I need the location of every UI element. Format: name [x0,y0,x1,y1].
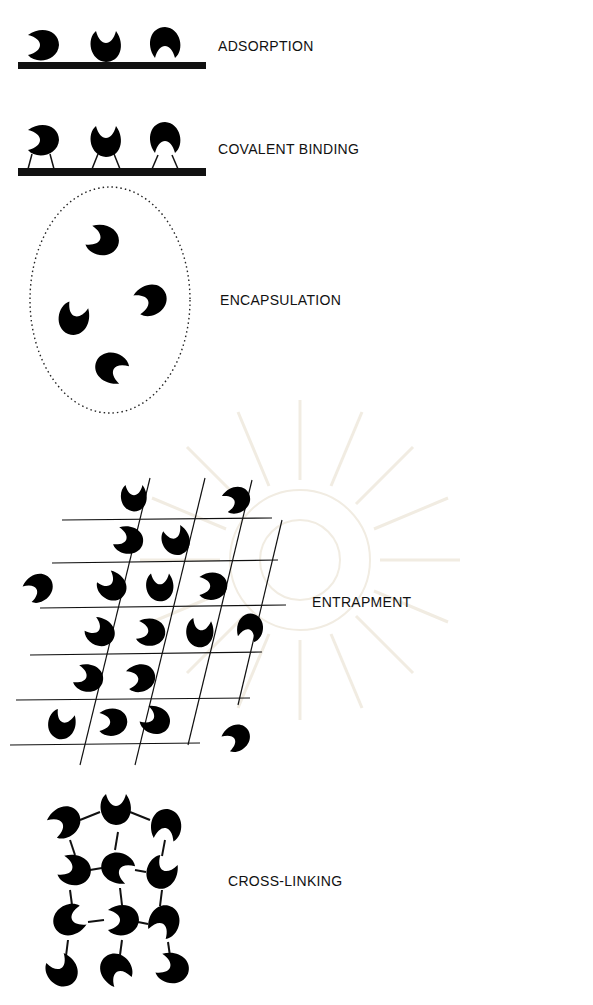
grid-line [238,520,282,705]
capsule-membrane [30,187,190,413]
grid-line [30,652,262,655]
enzyme [99,709,127,736]
polymer-grid [10,478,286,765]
seal-ray [152,498,226,529]
enzyme [111,523,147,558]
seal-ray [356,447,413,504]
enzyme [137,702,175,740]
enzyme [150,27,180,58]
enzyme [54,300,93,340]
enzyme [149,807,184,843]
crosslink-line [88,920,104,922]
enzyme [132,280,172,319]
bond-line [152,155,158,169]
crosslink-line [70,840,75,855]
enzyme [125,662,157,694]
bond-line [114,154,120,169]
bond-line [28,154,32,169]
enzyme [135,617,167,649]
grid-line [80,478,150,765]
method-label: CROSS-LINKING [228,872,342,890]
adsorption-figure [18,27,206,69]
bond-line [92,154,98,169]
enzyme [84,221,124,260]
crosslinking-figure [42,794,193,992]
enzyme [234,610,267,644]
seal-ray [331,412,362,486]
seal-ray [238,412,269,486]
method-label: ADSORPTION [218,37,314,55]
grid-line [62,518,272,520]
seal-ray [380,559,460,562]
seal-rays [140,400,460,720]
grid-line [188,480,252,745]
method-label: ENCAPSULATION [220,291,341,309]
enzyme [20,569,58,607]
watermark-seal [140,400,460,720]
grid-line [40,605,286,608]
enzyme [95,948,137,990]
grid-line [16,698,250,700]
grid-line [10,743,200,745]
enzyme [71,661,107,696]
seal-ray [238,634,269,708]
crosslink-line [160,890,162,906]
crosslink-line [135,870,146,872]
enzyme [93,568,132,607]
crosslink-line [70,890,72,905]
enzyme [42,950,84,992]
enzyme [108,905,139,935]
enzyme [154,949,194,988]
enzyme [91,31,121,62]
enzyme [220,483,254,516]
enzyme [44,801,86,843]
seal-ray [299,400,302,480]
enzyme [146,573,173,601]
crosslink-line [120,888,122,905]
covalent-figure [18,122,206,176]
support-bar [18,168,206,176]
entrapment-figure [10,478,286,765]
enzyme [90,346,132,388]
enzyme [44,707,79,743]
seal-ray [374,498,448,529]
crosslink-line [130,812,150,820]
enzyme [144,900,186,942]
enzyme [96,846,138,888]
enzyme [121,485,147,511]
crosslink-line [115,832,118,850]
grid-line [135,478,205,765]
method-label: COVALENT BINDING [218,140,359,158]
seal-ray [299,640,302,720]
bond-line [172,155,178,169]
enzyme [184,617,216,649]
crosslink-line [138,922,148,924]
enzyme [150,122,180,153]
enzyme [81,614,120,653]
crosslink-line [80,812,100,820]
bond-line [50,154,54,169]
enzyme [140,852,182,894]
enzyme [101,794,131,825]
seal-ray [331,634,362,708]
enzyme [28,30,59,60]
support-bar [18,62,206,69]
crosslink-line [66,940,68,956]
crosslink-line [90,868,102,870]
enzyme [199,573,227,600]
encapsulation-figure [30,187,190,413]
enzyme [91,126,121,157]
method-label: ENTRAPMENT [312,593,411,611]
crosslink-line [162,840,165,856]
enzyme [28,125,59,155]
enzyme [159,524,194,560]
enzyme [56,851,96,890]
crosslink-line [120,940,122,955]
seal-ray [356,616,413,673]
grid-line [52,560,278,563]
enzyme [219,720,255,756]
enzyme [49,901,89,940]
